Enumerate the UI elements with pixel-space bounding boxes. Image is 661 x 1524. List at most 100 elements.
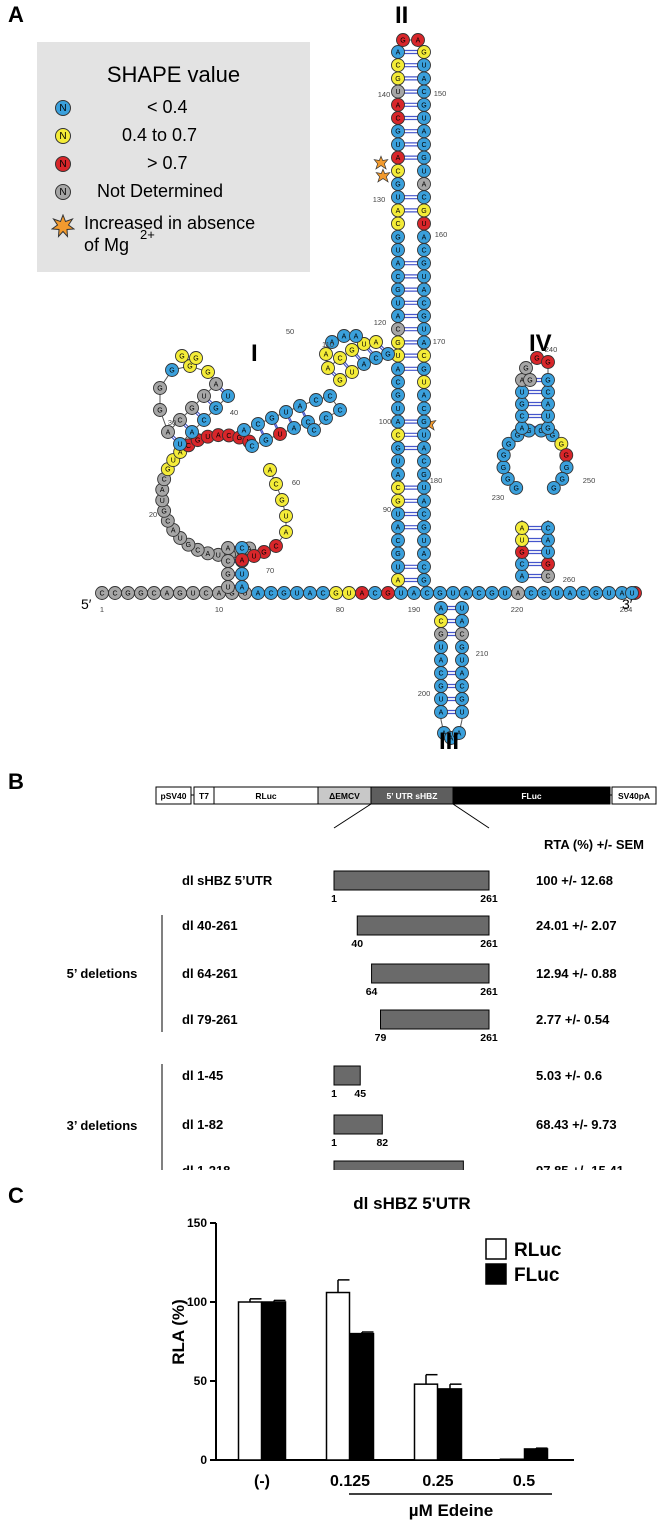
nucleotide-174: [201, 365, 215, 379]
nucleotide-176: [175, 349, 189, 363]
nucleotide-letter: C: [273, 544, 278, 551]
bar-rluc-3: [499, 1458, 525, 1461]
nucleotide-letter: U: [242, 591, 247, 598]
nucleotide-letter: U: [395, 406, 400, 413]
nucleotide-letter: U: [421, 168, 426, 175]
nucleotide-letter: U: [177, 442, 182, 449]
position-label: 190: [408, 605, 421, 614]
nucleotide-letter: G: [421, 102, 426, 109]
legend-dot-low: N: [55, 100, 71, 116]
rluc-label: RLuc: [255, 791, 277, 801]
nucleotide-letter: G: [395, 287, 400, 294]
nucleotide-letter: A: [460, 671, 465, 678]
bar-fluc-1: [349, 1332, 375, 1461]
nucleotide-196: [279, 525, 293, 539]
nucleotide-letter: U: [421, 327, 426, 334]
legend-label-high: > 0.7: [147, 153, 188, 173]
nucleotide-letter: A: [546, 402, 551, 409]
t7-label: T7: [199, 791, 209, 801]
nucleotide-letter: A: [396, 50, 401, 57]
nucleotide-letter: A: [256, 591, 261, 598]
nucleotide-letter: A: [416, 38, 421, 45]
nucleotide-letter: A: [160, 487, 165, 494]
nucleotide-letter: A: [412, 591, 417, 598]
nucleotide-letter: A: [240, 585, 245, 592]
nucleotide-letter: U: [239, 572, 244, 579]
nucleotide-letter: U: [450, 591, 455, 598]
position-label: 264: [620, 605, 633, 614]
nucleotide-letter: A: [178, 449, 183, 456]
nucleotide-letter: U: [277, 432, 282, 439]
nucleotide-letter: G: [421, 314, 426, 321]
nucleotide-letter: C: [438, 619, 443, 626]
domain-label-iv: IV: [529, 330, 552, 357]
legend-label-rluc: RLuc: [514, 1240, 562, 1261]
nucleotide-175: [189, 351, 203, 365]
nucleotide-letter: A: [422, 551, 427, 558]
bar-start-label: 40: [351, 938, 363, 950]
nucleotide-letter: U: [438, 645, 443, 652]
nucleotide-letter: U: [361, 342, 366, 349]
panel-letter-a: A: [8, 2, 24, 27]
nucleotide-letter: G: [523, 366, 528, 373]
nucleotide-letter: U: [349, 370, 354, 377]
nucleotide-letter: G: [385, 591, 390, 598]
x-tick-label: 0.5: [513, 1473, 535, 1490]
position-label: 260: [563, 575, 576, 584]
nucleotide-letter: A: [396, 578, 401, 585]
nucleotide-letter: A: [520, 574, 525, 581]
nucleotide-163: [185, 425, 199, 439]
domain-label-i: I: [251, 340, 258, 367]
nucleotide-letter: C: [337, 356, 342, 363]
nucleotide-202: [333, 373, 347, 387]
panel-letter-c: C: [8, 1183, 24, 1208]
deletion-bar: [333, 1160, 464, 1170]
edeine-bar-chart: dl sHBZ 5'UTR RLA (%) µM Edeine 05010015…: [169, 1194, 574, 1520]
nucleotide-letter: U: [421, 221, 426, 228]
x-tick-label: (-): [254, 1473, 270, 1490]
nucleotide-letter: G: [564, 465, 569, 472]
construct-name: dl 1-218: [182, 1163, 230, 1170]
nucleotide-letter: C: [203, 591, 208, 598]
nucleotide-letter: C: [186, 443, 191, 450]
nucleotide-letter: G: [395, 446, 400, 453]
nucleotide-letter: C: [395, 63, 400, 70]
position-label: 210: [476, 649, 489, 658]
group-label-3prime: 3’ deletions: [67, 1118, 138, 1133]
nucleotide-letter: G: [421, 419, 426, 426]
nucleotide-252: [523, 373, 537, 387]
zoom-line-left: [333, 803, 372, 829]
nucleotide-letter: C: [112, 591, 117, 598]
nucleotide-letter: G: [165, 467, 170, 474]
nucleotide-letter: C: [395, 221, 400, 228]
nucleotide-43: [625, 586, 639, 600]
position-label: 200: [418, 689, 431, 698]
nucleotide-letter: U: [545, 414, 550, 421]
nucleotide-letter: G: [506, 441, 511, 448]
nucleotide-letter: G: [559, 441, 564, 448]
nucleotide-170: [153, 403, 167, 417]
nucleotide-letter: A: [374, 340, 379, 347]
position-label: 80: [336, 605, 344, 614]
nucleotide-letter: C: [545, 390, 550, 397]
nucleotide-letter: C: [395, 168, 400, 175]
nucleotide-161: [173, 437, 187, 451]
nucleotide-224: [541, 521, 555, 535]
position-label: 50: [286, 327, 294, 336]
nucleotide-letter: A: [268, 468, 273, 475]
nucleotide-167: [209, 401, 223, 415]
position-label: 40: [230, 408, 238, 417]
nucleotide-letter: C: [476, 591, 481, 598]
rta-value: 68.43 +/- 9.73: [536, 1117, 617, 1132]
nucleotide-letter: C: [320, 591, 325, 598]
nucleotide-letter: U: [395, 142, 400, 149]
position-label: 170: [433, 337, 446, 346]
nucleotide-letter: A: [396, 102, 401, 109]
nucleotide-172: [165, 363, 179, 377]
rta-value: 24.01 +/- 2.07: [536, 918, 617, 933]
nucleotide-203: [333, 351, 347, 365]
legend-star-label-line2: of Mg: [84, 235, 130, 255]
nucleotide-letter: G: [438, 684, 443, 691]
nucleotide-letter: A: [362, 362, 367, 369]
star-icon: [51, 214, 75, 238]
